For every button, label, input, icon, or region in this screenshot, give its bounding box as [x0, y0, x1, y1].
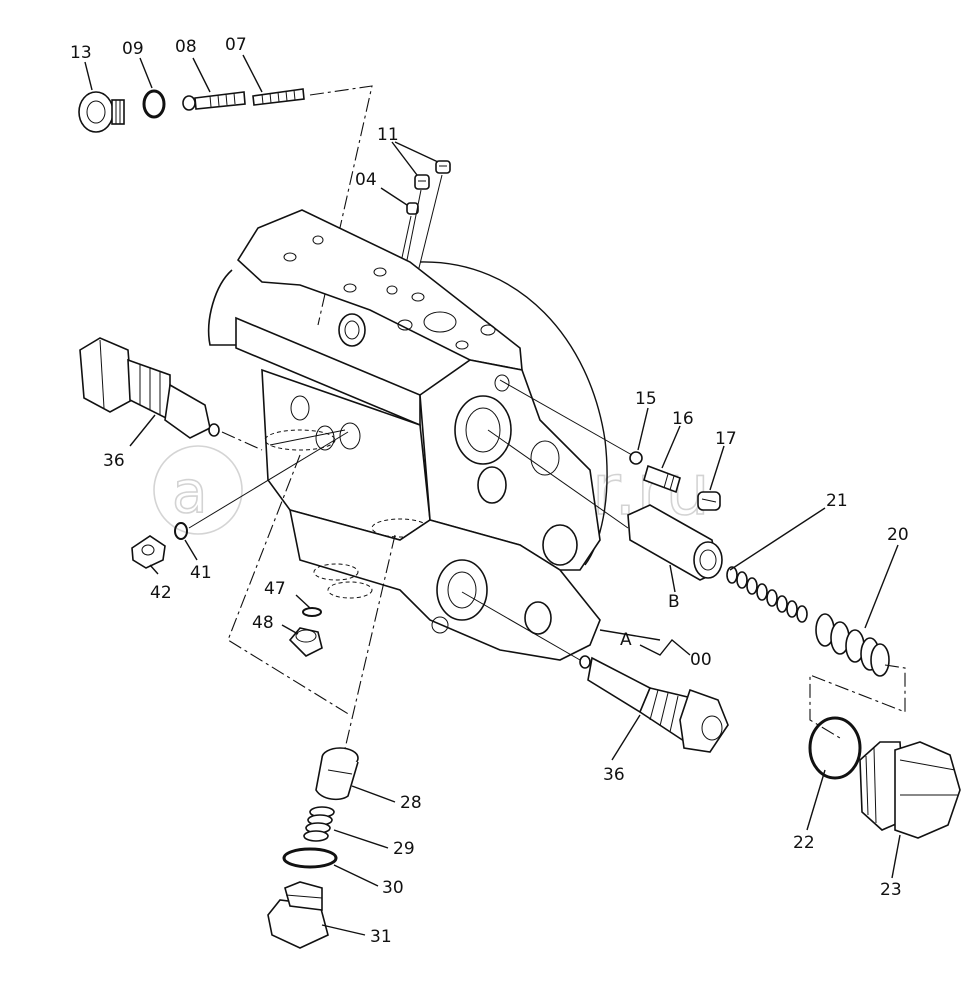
part-22-oring	[808, 716, 862, 780]
label-B: B	[668, 592, 680, 612]
part-spool-B	[627, 504, 723, 581]
label-28: 28	[400, 793, 422, 813]
part-36-relief-valve-left	[79, 337, 220, 439]
label-09: 09	[122, 39, 144, 59]
part-29-spring	[303, 806, 335, 842]
label-42: 42	[150, 583, 172, 603]
label-08: 08	[175, 37, 197, 57]
label-13: 13	[70, 43, 92, 63]
part-30-oring	[282, 847, 338, 869]
part-16-pin	[643, 464, 681, 494]
label-29: 29	[393, 839, 415, 859]
svg-text:a: a	[172, 458, 208, 526]
label-07: 07	[225, 35, 247, 55]
part-42-plug	[131, 535, 166, 569]
part-21-spring	[726, 566, 808, 623]
label-00: 00	[690, 650, 712, 670]
part-41-oring	[174, 522, 188, 540]
part-13-plug	[78, 91, 125, 133]
label-11: 11	[377, 125, 399, 145]
part-23-hex-plug	[859, 741, 961, 839]
part-48-plug	[288, 627, 323, 657]
part-04-setscrew	[406, 202, 419, 215]
valve-body	[207, 209, 608, 661]
label-23: 23	[880, 880, 902, 900]
part-31-plug	[267, 881, 329, 949]
part-17-setscrew	[697, 491, 721, 511]
label-36-right: 36	[603, 765, 625, 785]
part-20-spring	[815, 613, 890, 677]
part-07-spring	[252, 88, 305, 106]
label-21: 21	[826, 491, 848, 511]
label-30: 30	[382, 878, 404, 898]
part-47-oring	[302, 607, 322, 617]
part-36-relief-valve-right	[579, 655, 729, 753]
label-47: 47	[264, 579, 286, 599]
label-04: 04	[355, 170, 377, 190]
part-28-piston	[315, 747, 359, 801]
label-17: 17	[715, 429, 737, 449]
label-16: 16	[672, 409, 694, 429]
label-A: A	[620, 630, 632, 650]
label-48: 48	[252, 613, 274, 633]
part-11-setscrew-a	[435, 160, 451, 174]
part-09-oring	[142, 89, 166, 119]
part-08-poppet	[182, 91, 246, 111]
label-41: 41	[190, 563, 212, 583]
label-22: 22	[793, 833, 815, 853]
label-20: 20	[887, 525, 909, 545]
label-15: 15	[635, 389, 657, 409]
part-15-ball	[629, 451, 643, 465]
label-31: 31	[370, 927, 392, 947]
part-11-setscrew-b	[414, 174, 430, 190]
label-36-left: 36	[103, 451, 125, 471]
